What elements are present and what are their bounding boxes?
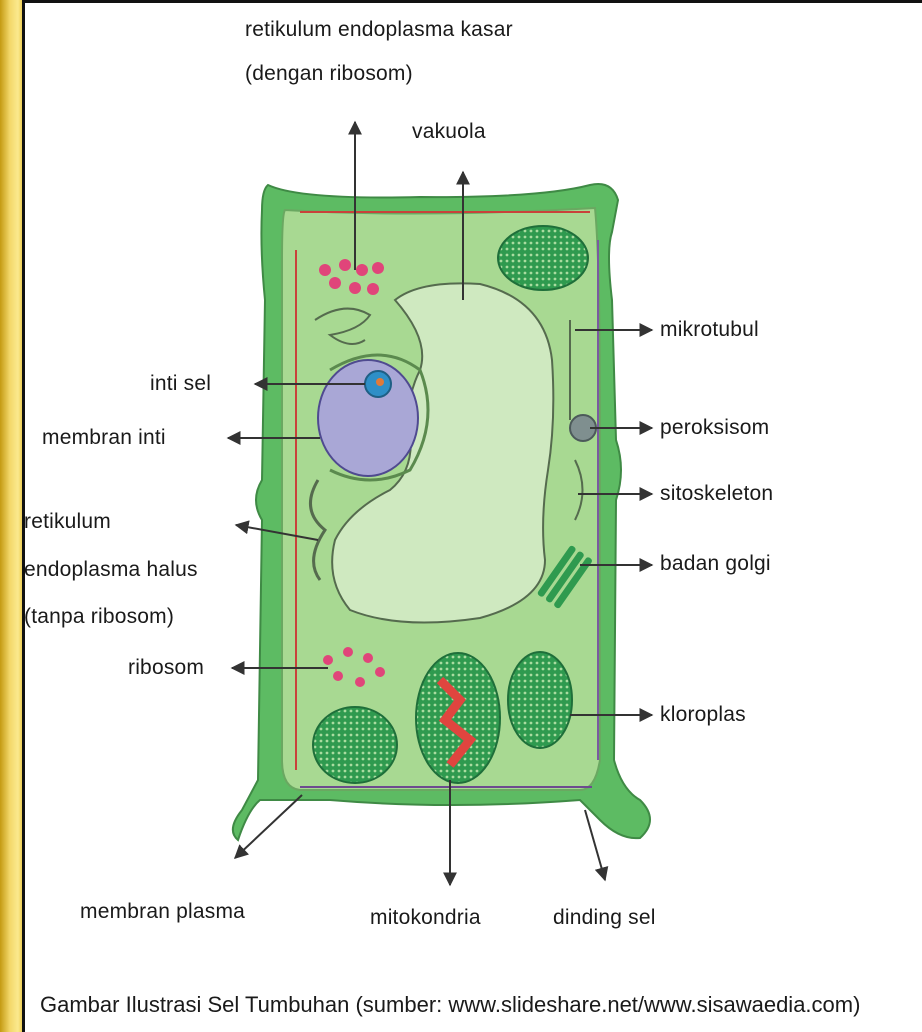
label-rer-line2: (dengan ribosom) [245,62,413,86]
label-sitoskeleton: sitoskeleton [660,482,773,506]
chloroplast-bottom-left [313,707,397,783]
figure-caption: Gambar Ilustrasi Sel Tumbuhan (sumber: w… [40,992,920,1018]
label-mitokondria: mitokondria [370,906,481,930]
chloroplast-top [498,226,588,290]
label-vakuola: vakuola [412,120,486,144]
chloroplast-right [508,652,572,748]
mitochondrion [416,653,500,783]
nucleolus-center [376,378,384,386]
label-membran-inti: membran inti [42,426,166,450]
label-ser-line3: (tanpa ribosom) [24,605,174,629]
label-ser-line2: endoplasma halus [24,558,198,582]
label-ser-line1: retikulum [24,510,111,534]
label-membran-plasma: membran plasma [80,900,245,924]
label-ribosom: ribosom [128,656,204,680]
label-dinding-sel: dinding sel [553,906,656,930]
label-mikrotubul: mikrotubul [660,318,759,342]
label-peroksisom: peroksisom [660,416,769,440]
label-kloroplas: kloroplas [660,703,746,727]
label-rer-line1: retikulum endoplasma kasar [245,18,513,42]
label-inti-sel: inti sel [150,372,211,396]
label-badan-golgi: badan golgi [660,552,771,576]
